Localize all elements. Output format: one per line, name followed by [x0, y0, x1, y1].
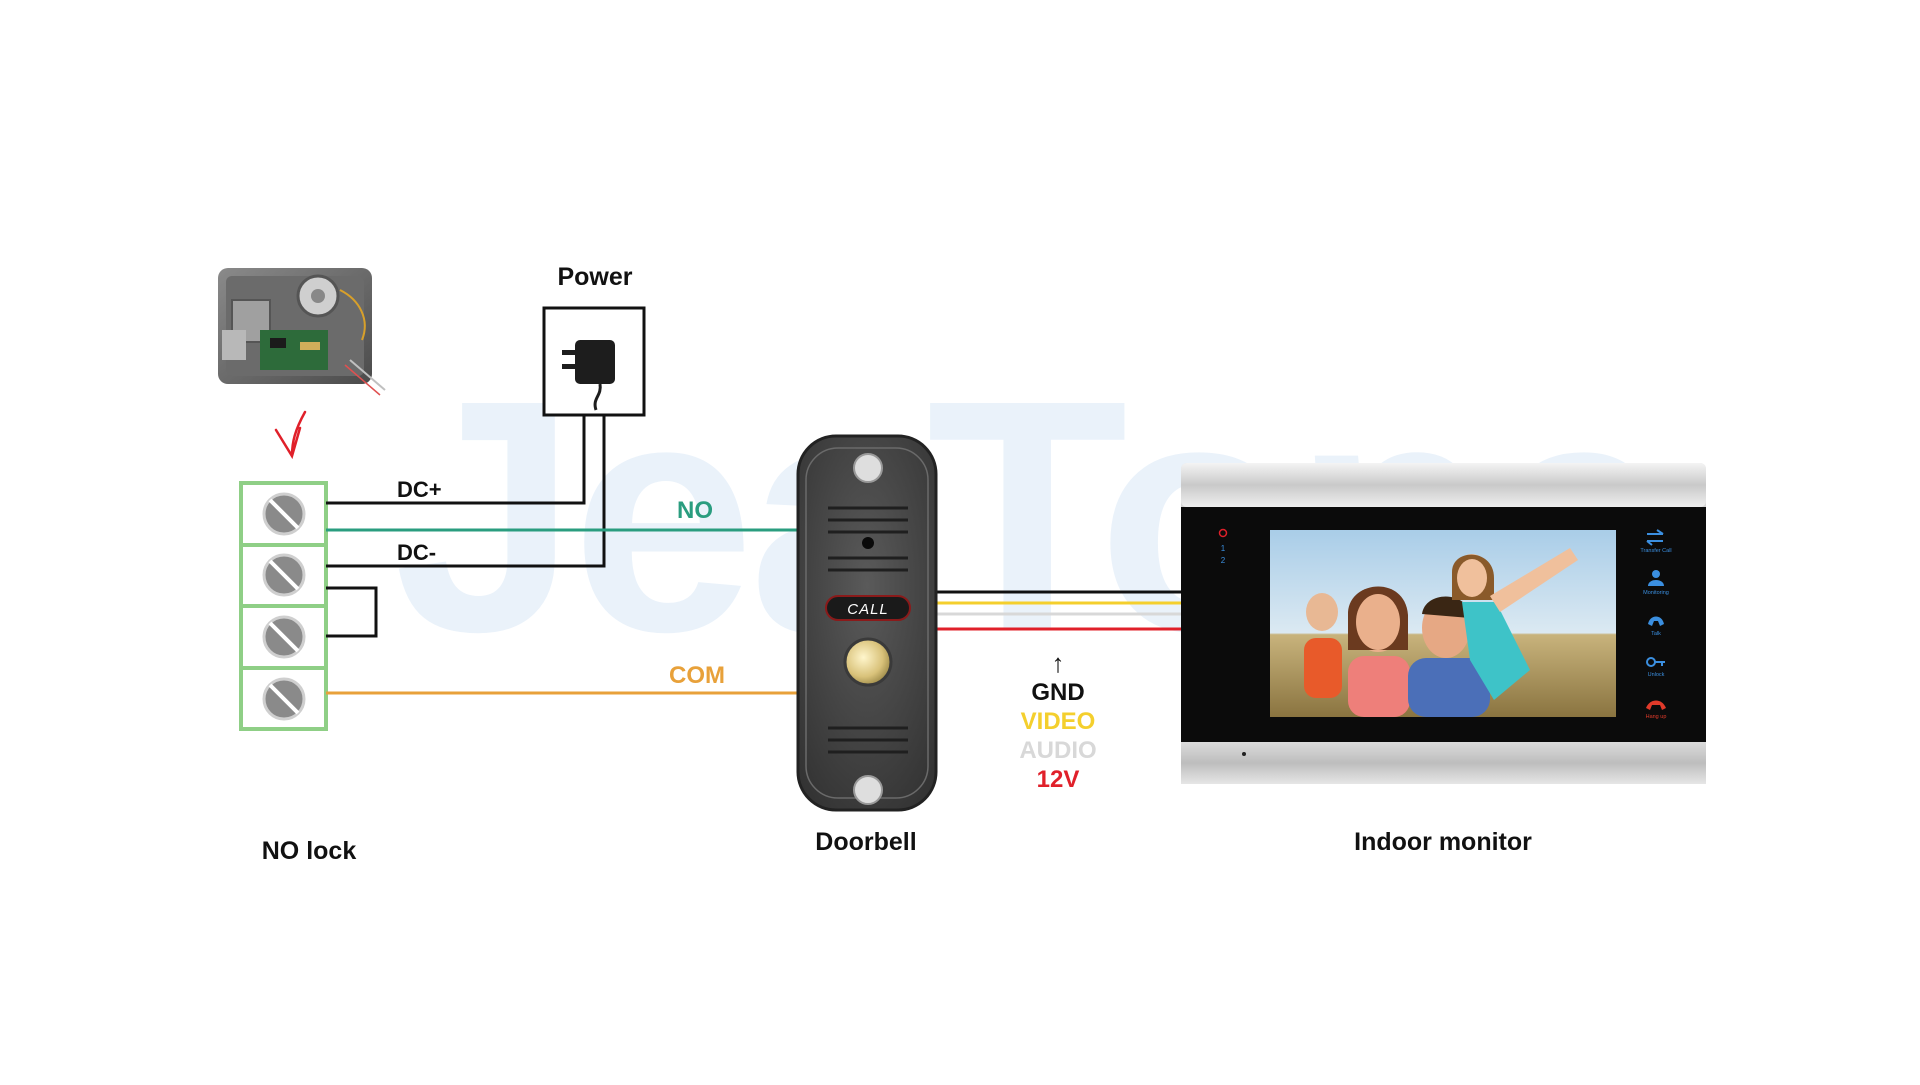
- unlock-label: Unlock: [1648, 672, 1665, 678]
- indicator-1: 1: [1221, 544, 1226, 553]
- wire-legend-arrow: ↑: [1052, 648, 1065, 678]
- wire-legend-gnd: GND: [1031, 679, 1084, 706]
- indicator-2: 2: [1221, 556, 1226, 565]
- wire-legend-12v: 12V: [1037, 766, 1080, 793]
- wire-jumper: [326, 586, 378, 638]
- no-lock-caption: NO lock: [262, 837, 357, 865]
- monitor-button-hang-up[interactable]: Hang up: [1646, 700, 1667, 721]
- screw-terminal-icon: [262, 553, 306, 597]
- monitor-button-monitoring[interactable]: Monitoring: [1643, 570, 1669, 596]
- person-icon: [1652, 570, 1660, 578]
- monitor-button-talk[interactable]: Talk: [1648, 616, 1664, 638]
- monitor-button-transfer-call[interactable]: Transfer Call: [1640, 529, 1672, 554]
- family-photo: [1304, 548, 1578, 717]
- doorbell-device: CALL: [796, 434, 938, 812]
- wire-legend-audio: AUDIO: [1019, 737, 1096, 764]
- wire-dc-plus: [326, 415, 586, 505]
- hang-up-label: Hang up: [1646, 714, 1667, 720]
- screw-terminal-icon: [262, 615, 306, 659]
- monitoring-label: Monitoring: [1643, 590, 1669, 596]
- no-label: NO: [677, 497, 713, 524]
- indoor-monitor-caption: Indoor monitor: [1354, 828, 1532, 856]
- call-button-icon: [843, 637, 893, 687]
- screw-terminal-icon: [262, 492, 306, 536]
- transfer-call-label: Transfer Call: [1640, 548, 1671, 554]
- hangup-icon: [1646, 700, 1666, 710]
- com-label: COM: [669, 662, 725, 689]
- call-label: CALL: [847, 601, 889, 618]
- monitor-button-unlock[interactable]: Unlock: [1646, 657, 1665, 678]
- talk-label: Talk: [1651, 631, 1661, 637]
- power-indicator-icon: [1218, 528, 1228, 538]
- lock-photo: [218, 268, 386, 396]
- handset-icon: [1648, 616, 1664, 626]
- indoor-monitor: 1 2 Transfer Call Monitoring Talk Unlock…: [1181, 463, 1706, 784]
- red-arrow-icon: [274, 410, 307, 460]
- wire-legend-video: VIDEO: [1021, 708, 1096, 735]
- power-label: Power: [557, 263, 632, 291]
- dc-plus-label: DC+: [397, 477, 442, 502]
- doorbell-caption: Doorbell: [815, 828, 916, 856]
- terminal-block: [239, 481, 328, 731]
- microphone-icon: [1242, 752, 1246, 756]
- camera-lens-icon: [862, 537, 874, 549]
- transfer-icon: [1646, 529, 1664, 546]
- wires: [326, 415, 1181, 695]
- dc-minus-label: DC-: [397, 540, 436, 565]
- screw-terminal-icon: [262, 677, 306, 721]
- power-adapter-icon: [562, 340, 615, 411]
- wire-dc-minus: [326, 415, 606, 568]
